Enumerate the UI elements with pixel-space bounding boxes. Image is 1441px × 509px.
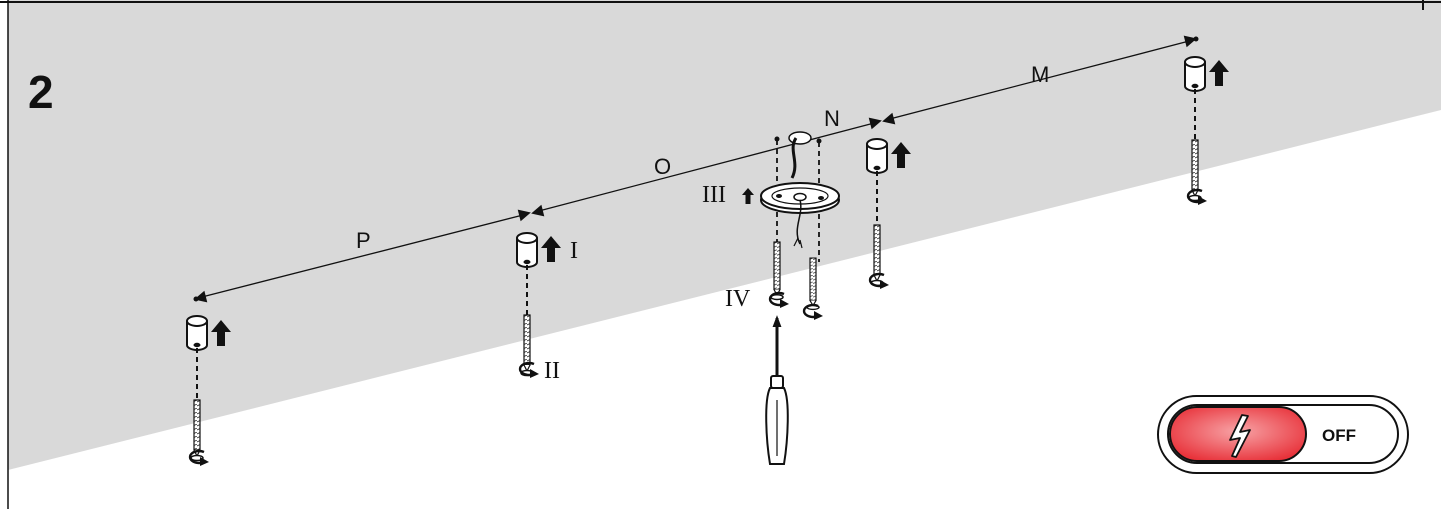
lightning-icon <box>1229 414 1251 458</box>
switch-state-label: OFF <box>1322 426 1356 445</box>
dimension-line <box>197 39 1194 299</box>
label-ii: II <box>544 358 560 384</box>
label-o: O <box>654 154 671 179</box>
label-m: M <box>1031 62 1049 87</box>
label-iii: III <box>702 182 726 208</box>
label-n: N <box>824 106 840 131</box>
dimension-markers <box>192 32 1199 306</box>
power-switch: OFF <box>1157 395 1409 474</box>
label-iv: IV <box>725 286 751 312</box>
step-number: 2 <box>28 66 54 118</box>
ceiling-surface <box>8 0 1441 470</box>
label-i: I <box>570 238 578 264</box>
screwdriver <box>765 315 789 465</box>
label-p: P <box>356 228 371 253</box>
ceiling-plate <box>760 131 840 262</box>
anchor-3 <box>866 138 911 291</box>
